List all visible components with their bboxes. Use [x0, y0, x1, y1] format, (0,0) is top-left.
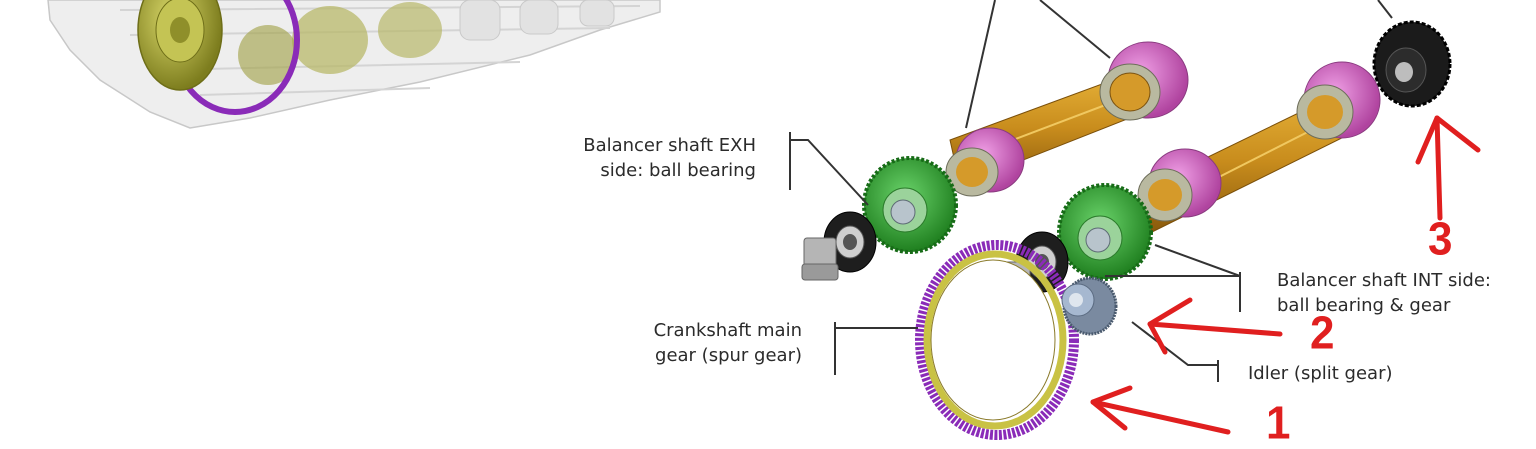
arrow-2-icon	[1147, 297, 1283, 355]
balancer-exh-line1: Balancer shaft EXH	[583, 135, 756, 156]
balancer-shaft-int	[995, 61, 1381, 303]
timing-pulley	[1372, 20, 1452, 108]
balancer-exh-line2: side: ball bearing	[600, 160, 756, 181]
balancer-shaft-exh	[801, 41, 1189, 281]
callout-lines	[789, 132, 1241, 382]
exh-bolt	[801, 237, 839, 281]
balancer-int-line1: Balancer shaft INT side:	[1277, 270, 1491, 291]
crank-callout-bracket	[834, 322, 918, 375]
crank-counterweights	[238, 2, 442, 85]
exh-callout-bracket	[789, 132, 869, 206]
balancer-int-line2: ball bearing & gear	[1277, 295, 1451, 316]
idler-callout-bracket	[1131, 321, 1219, 382]
idler-label: Idler (split gear)	[1248, 363, 1393, 384]
crankshaft-main-gear	[915, 240, 1079, 440]
crank-gear-line2: gear (spur gear)	[655, 345, 802, 366]
exh-ball-bearing	[823, 211, 877, 273]
crank-gear-label: Crankshaft main gear (spur gear)	[600, 318, 802, 368]
crank-gear-line1: Crankshaft main	[653, 320, 802, 341]
int-balancer-gear	[1057, 183, 1153, 281]
arrow-3-icon	[1415, 115, 1481, 221]
int-callout-bracket	[1105, 244, 1241, 312]
idler-split-gear	[1061, 276, 1118, 336]
marker-2: 2	[1310, 307, 1335, 360]
exh-balancer-gear	[862, 156, 958, 254]
exh-front-bearing	[945, 127, 1025, 197]
red-arrows	[1090, 115, 1481, 435]
exh-rear-bearing	[1099, 41, 1189, 121]
marker-1: 1	[1266, 397, 1291, 449]
arrow-1-icon	[1090, 385, 1231, 435]
upper-leader-lines	[965, 0, 1393, 129]
int-rear-bearing	[1296, 61, 1381, 140]
engine-block	[47, 0, 661, 129]
balancer-exh-label: Balancer shaft EXH side: ball bearing	[556, 133, 756, 183]
crankshaft-pulley	[137, 0, 300, 115]
int-front-bearing	[1137, 148, 1222, 222]
balancer-int-label: Balancer shaft INT side: ball bearing & …	[1277, 268, 1491, 318]
marker-3: 3	[1428, 213, 1453, 266]
